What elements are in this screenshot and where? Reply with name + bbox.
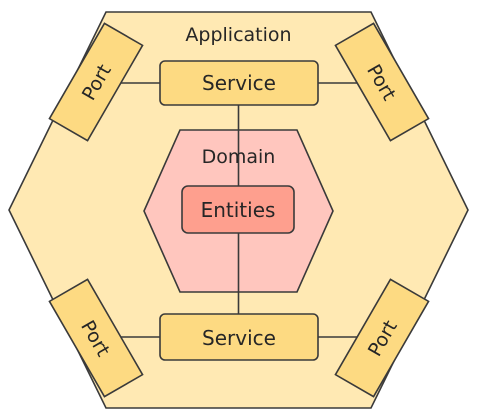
service-top-box: Service xyxy=(159,60,319,106)
entities-label: Entities xyxy=(201,198,276,222)
port-top-left-box: Port xyxy=(48,22,144,142)
application-label: Application xyxy=(185,24,291,46)
service-top-label: Service xyxy=(202,71,276,95)
port-bottom-right-box: Port xyxy=(334,278,430,398)
entities-box: Entities xyxy=(181,185,295,234)
service-bottom-label: Service xyxy=(202,326,276,350)
port-bottom-left-box: Port xyxy=(48,278,144,398)
port-top-right-box: Port xyxy=(334,22,430,142)
domain-label: Domain xyxy=(202,146,276,168)
service-bottom-box: Service xyxy=(159,313,319,361)
